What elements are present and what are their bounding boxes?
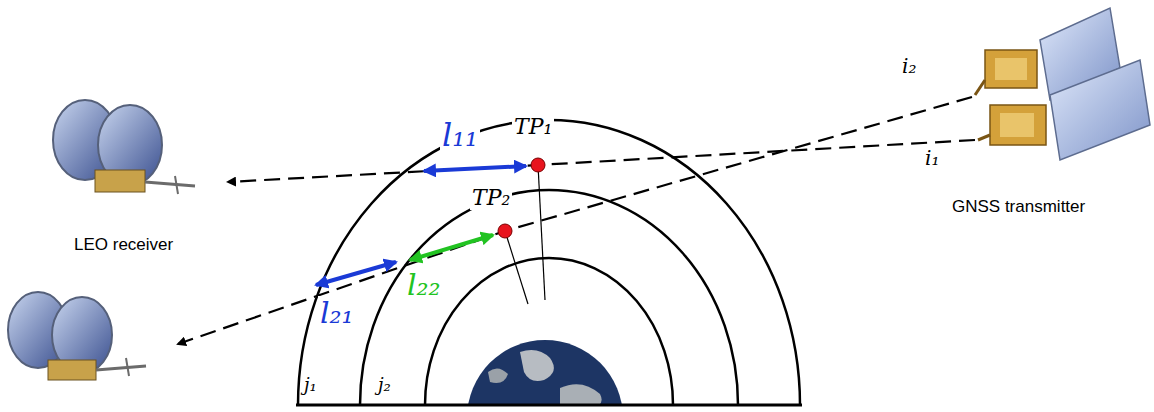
ray-index: i₁ (923, 147, 941, 169)
earth (467, 340, 623, 405)
ray-path (228, 140, 975, 182)
radius-line (505, 231, 528, 304)
ray-path (178, 97, 972, 344)
segment-length: l₂₂ (405, 268, 443, 301)
leo-satellite (53, 100, 195, 194)
atmosphere-layers (298, 120, 800, 405)
segment-length: l₂₁ (318, 296, 356, 329)
segment-arrow (424, 166, 526, 171)
leo-satellite (8, 292, 146, 380)
layer-index: j₂ (376, 375, 393, 395)
tangent-point (531, 158, 545, 172)
segment-length: l₁₁ (440, 118, 480, 153)
tangent-point-label: TP₂ (470, 186, 512, 210)
device-label: GNSS transmitter (950, 198, 1087, 217)
segment-arrow (316, 262, 396, 285)
device-label: LEO receiver (72, 236, 175, 255)
baseline (296, 404, 802, 407)
tangent-point-label: TP₁ (512, 115, 554, 139)
ray-index: i₂ (900, 55, 918, 77)
layer-index: j₁ (302, 375, 319, 395)
segment-arrow (410, 235, 493, 260)
tangent-point (498, 224, 512, 238)
radius-line (538, 165, 545, 300)
gnss-satellite (978, 60, 1150, 160)
